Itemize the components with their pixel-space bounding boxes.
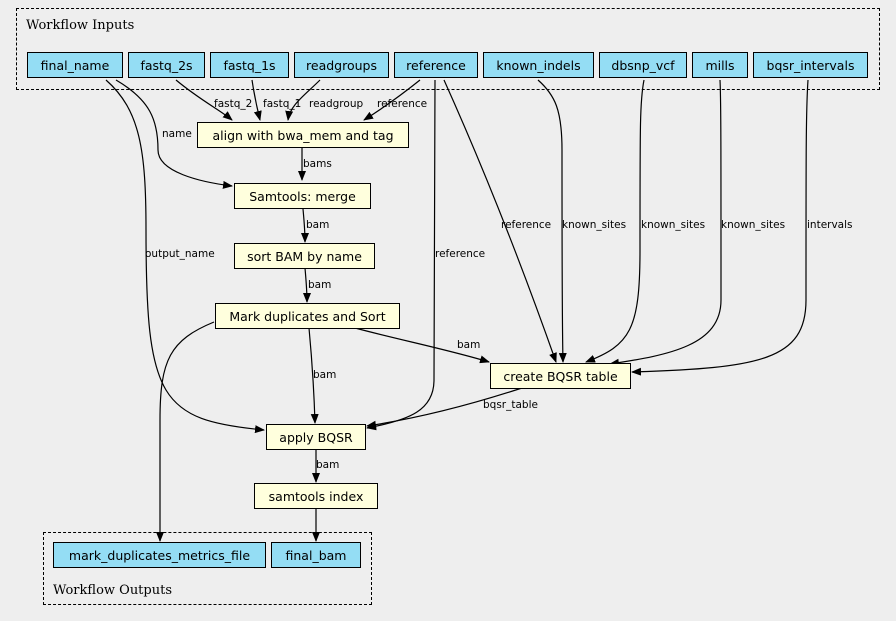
- edge-knownindels-table: [537, 79, 567, 363]
- edge-label-bam-sort-markdup: bam: [308, 279, 332, 291]
- edge-sort-markdup: [302, 267, 311, 303]
- edge-label-bqsr-table: bqsr_table: [483, 399, 538, 411]
- output-final-bam[interactable]: final_bam: [271, 542, 361, 568]
- edge-merge-sort: [300, 208, 309, 243]
- edge-mills-table: [609, 79, 722, 367]
- edge-label-known-sites-1: known_sites: [562, 219, 627, 231]
- edge-fastq2-align: [175, 79, 233, 121]
- edge-reference-table: [443, 79, 557, 363]
- step-create-bqsr-table[interactable]: create BQSR table: [490, 363, 631, 389]
- step-samtools-merge[interactable]: Samtools: merge: [234, 183, 371, 209]
- step-align-bwa-mem[interactable]: align with bwa_mem and tag: [197, 122, 409, 148]
- edge-label-bam-merge-sort: bam: [306, 219, 330, 231]
- edge-reference-apply: [366, 79, 436, 431]
- edge-label-bam-apply-index: bam: [316, 459, 340, 471]
- edge-readgroups-align: [285, 79, 321, 121]
- edge-dbsnp-table: [585, 79, 645, 363]
- input-mills[interactable]: mills: [692, 52, 748, 78]
- edge-label-known-sites-2: known_sites: [641, 219, 706, 231]
- workflow-outputs-cluster: [43, 532, 372, 605]
- step-apply-bqsr[interactable]: apply BQSR: [266, 424, 366, 450]
- edge-label-fastq-2: fastq_2: [214, 98, 253, 110]
- edge-reference-align: [363, 79, 421, 121]
- edge-label-name: name: [162, 128, 192, 140]
- edge-label-known-sites-3: known_sites: [721, 219, 786, 231]
- edge-fastq1-align: [251, 79, 262, 121]
- edge-markdup-metrics: [156, 321, 215, 542]
- edge-label-reference-apply: reference: [435, 248, 486, 260]
- step-sort-bam-by-name[interactable]: sort BAM by name: [234, 243, 375, 269]
- step-samtools-index[interactable]: samtools index: [254, 483, 378, 509]
- edge-label-reference-align: reference: [377, 98, 428, 110]
- edge-markdup-apply: [308, 327, 319, 424]
- edge-label-bams: bams: [303, 158, 332, 170]
- edge-finalname-apply: [105, 79, 265, 434]
- input-fastq-2s[interactable]: fastq_2s: [128, 52, 205, 78]
- input-dbsnp-vcf[interactable]: dbsnp_vcf: [599, 52, 687, 78]
- workflow-outputs-label: Workflow Outputs: [53, 583, 172, 598]
- edge-label-bam-markdup-table: bam: [457, 339, 481, 351]
- input-fastq-1s[interactable]: fastq_1s: [210, 52, 289, 78]
- input-bqsr-intervals[interactable]: bqsr_intervals: [753, 52, 868, 78]
- input-known-indels[interactable]: known_indels: [483, 52, 594, 78]
- edge-intervals-table: [631, 79, 809, 376]
- edge-label-fastq-1: fastq_1: [263, 98, 302, 110]
- edge-label-bam-markdup-apply: bam: [313, 369, 337, 381]
- edge-label-intervals: intervals: [807, 219, 853, 231]
- input-reference[interactable]: reference: [394, 52, 478, 78]
- edge-label-reference-table: reference: [501, 219, 552, 231]
- edge-label-readgroup: readgroup: [309, 98, 364, 110]
- input-final-name[interactable]: final_name: [27, 52, 123, 78]
- workflow-inputs-label: Workflow Inputs: [26, 18, 135, 33]
- step-mark-duplicates[interactable]: Mark duplicates and Sort: [215, 303, 400, 329]
- edge-label-output-name: output_name: [145, 248, 215, 260]
- edge-markdup-table: [354, 327, 490, 364]
- input-readgroups[interactable]: readgroups: [294, 52, 389, 78]
- output-mark-duplicates-metrics-file[interactable]: mark_duplicates_metrics_file: [53, 542, 266, 568]
- edge-finalname-merge: [115, 79, 233, 189]
- workflow-inputs-cluster: [16, 8, 880, 90]
- edge-table-apply: [366, 387, 523, 429]
